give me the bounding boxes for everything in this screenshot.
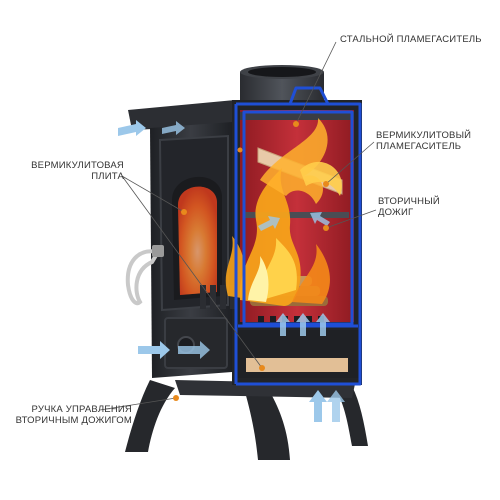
air-arrow-icon: [118, 120, 345, 422]
label-secondary-burn: ВТОРИЧНЫЙ ДОЖИГ: [378, 196, 440, 218]
flame-icon: [225, 118, 342, 306]
door-handle: [125, 245, 164, 306]
label-vermiculite-deflector: ВЕРМИКУЛИТОВЫЙ ПЛАМЕГАСИТЕЛЬ: [376, 130, 472, 152]
label-steel-deflector: СТАЛЬНОЙ ПЛАМЕГАСИТЕЛЬ: [340, 34, 482, 45]
stove-legs: [125, 380, 368, 460]
callout-lines: [99, 41, 377, 411]
label-control-handle: РУЧКА УПРАВЛЕНИЯ ВТОРИЧНЫМ ДОЖИГОМ: [15, 404, 132, 426]
chimney: [240, 65, 324, 102]
callout-dot-icon: [173, 121, 329, 401]
stove-body: [128, 100, 235, 378]
label-vermiculite-plate: ВЕРМИКУЛИТОВАЯ ПЛИТА: [31, 160, 124, 182]
cutaway-outline: [234, 86, 362, 386]
